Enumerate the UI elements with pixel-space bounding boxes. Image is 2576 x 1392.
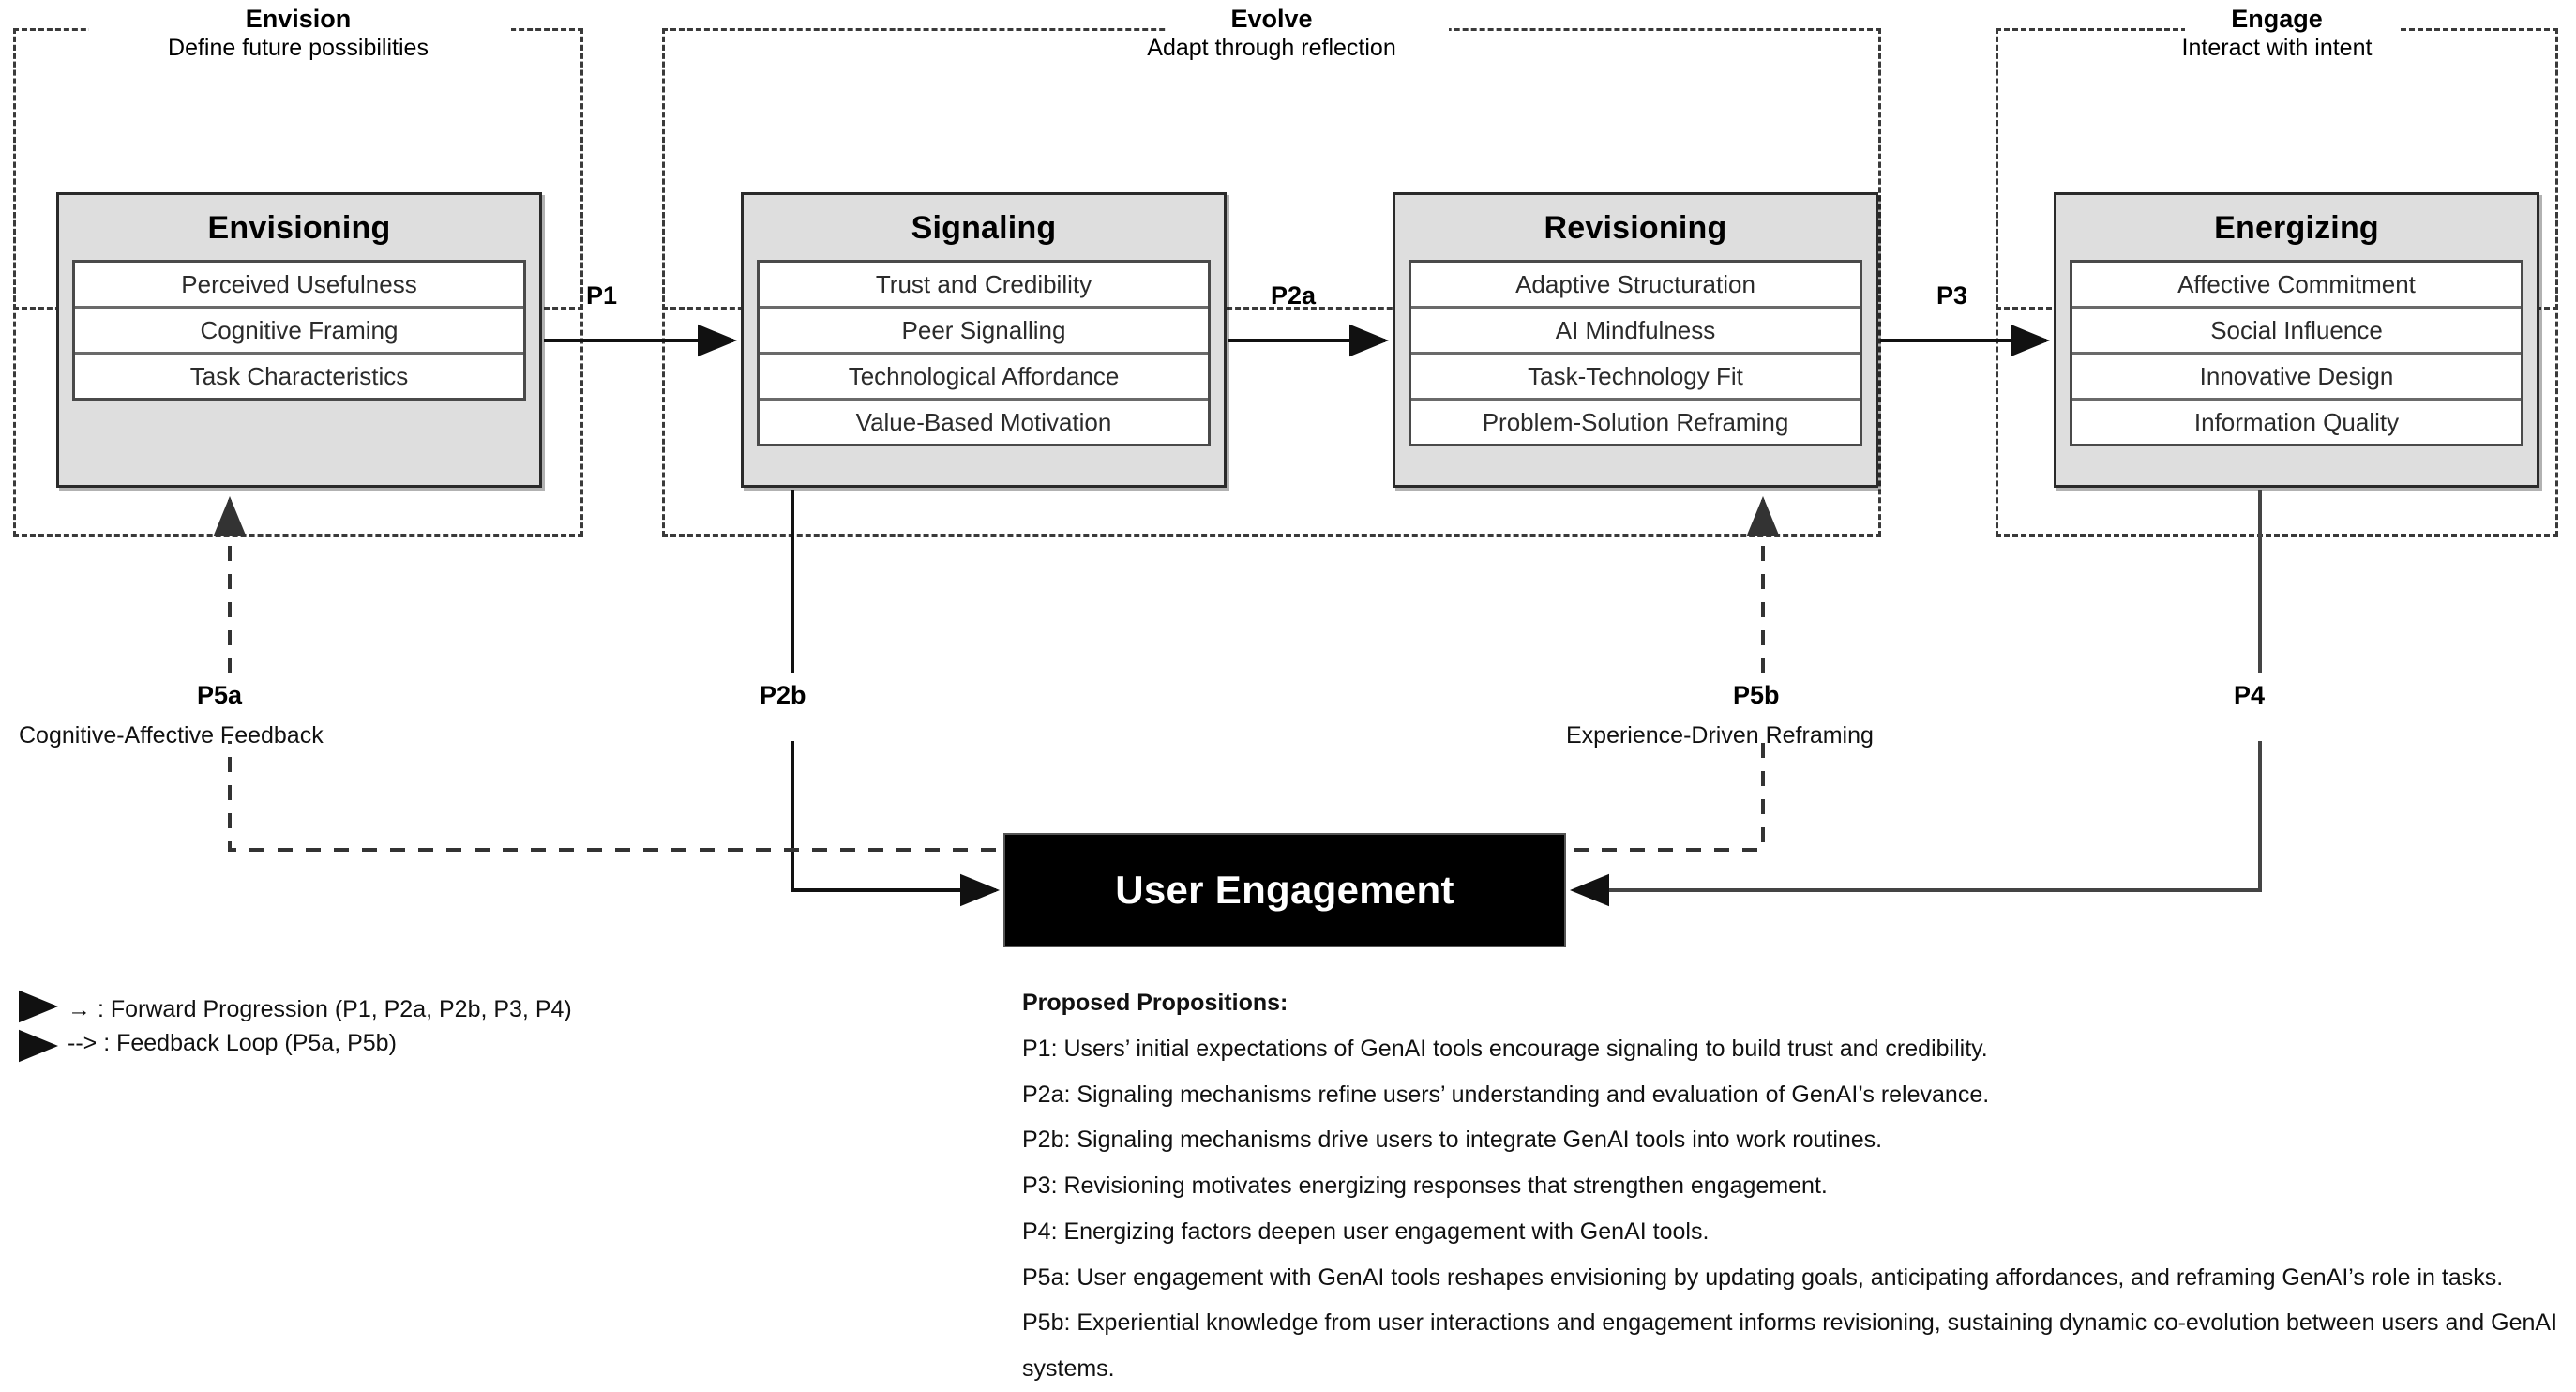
proposition-item: P5b: Experiential knowledge from user in… <box>1022 1309 2558 1382</box>
edge-p5a-seg-bottom <box>228 741 996 852</box>
construct-items-energizing: Affective Commitment Social Influence In… <box>2070 260 2523 446</box>
phase-container-engage-body <box>1996 28 2558 537</box>
phase-subtitle-envision: Define future possibilities <box>168 35 429 61</box>
edge-label-p5a: P5a <box>197 681 243 709</box>
construct-signaling[interactable]: Signaling Trust and Credibility Peer Sig… <box>741 192 1227 488</box>
construct-item: Affective Commitment <box>2072 263 2521 309</box>
edge-sublabel-p5b: Experience-Driven Reframing <box>1566 722 1874 749</box>
construct-item: Adaptive Structuration <box>1411 263 1860 309</box>
phase-container-envision-body <box>13 28 583 537</box>
phase-subtitle-engage: Interact with intent <box>2181 35 2373 61</box>
edge-label-p2b: P2b <box>760 681 806 709</box>
construct-item: AI Mindfulness <box>1411 309 1860 355</box>
construct-item: Perceived Usefulness <box>75 263 523 309</box>
construct-items-signaling: Trust and Credibility Peer Signalling Te… <box>757 260 1211 446</box>
construct-title-revisioning: Revisioning <box>1544 210 1727 246</box>
edge-label-p5b: P5b <box>1733 681 1780 709</box>
propositions-heading: Proposed Propositions: <box>1022 990 1288 1016</box>
edge-p2b-seg-bottom <box>791 741 1000 907</box>
construct-energizing[interactable]: Energizing Affective Commitment Social I… <box>2054 192 2539 488</box>
construct-items-revisioning: Adaptive Structuration AI Mindfulness Ta… <box>1409 260 1862 446</box>
construct-item: Innovative Design <box>2072 355 2521 401</box>
construct-item: Problem-Solution Reframing <box>1411 401 1860 444</box>
edge-label-p1: P1 <box>586 281 618 310</box>
phase-container-evolve-body <box>662 28 1881 537</box>
edge-p5b-seg-bottom <box>1574 741 1765 852</box>
construct-item: Task-Technology Fit <box>1411 355 1860 401</box>
edge-label-p2a: P2a <box>1271 281 1317 310</box>
construct-title-signaling: Signaling <box>911 210 1057 246</box>
diagram-canvas: Envision Define future possibilities Evo… <box>13 5 2558 1382</box>
construct-item: Social Influence <box>2072 309 2521 355</box>
title-gap-evolve <box>1167 17 1449 41</box>
construct-item: Information Quality <box>2072 401 2521 444</box>
construct-title-energizing: Energizing <box>2214 210 2379 246</box>
construct-items-envisioning: Perceived Usefulness Cognitive Framing T… <box>72 260 526 401</box>
legend: → : Forward Progression (P1, P2a, P2b, P… <box>68 992 572 1061</box>
edge-label-p4: P4 <box>2234 681 2266 709</box>
proposition-item: P1: Users’ initial expectations of GenAI… <box>1022 1035 1988 1062</box>
outcome-user-engagement[interactable]: User Engagement <box>1003 833 1566 947</box>
construct-item: Trust and Credibility <box>760 263 1208 309</box>
title-gap-engage <box>2185 17 2401 41</box>
construct-item: Task Characteristics <box>75 355 523 398</box>
title-gap-envision <box>89 17 511 41</box>
phase-title-engage: Engage <box>2231 5 2323 33</box>
legend-forward-text: → : Forward Progression (P1, P2a, P2b, P… <box>68 996 572 1022</box>
edge-p4-seg-bottom <box>1570 741 2262 907</box>
propositions-block: Proposed Propositions: P1: Users’ initia… <box>1022 980 2560 1392</box>
proposition-item: P2a: Signaling mechanisms refine users’ … <box>1022 1081 1990 1108</box>
construct-item: Peer Signalling <box>760 309 1208 355</box>
construct-title-envisioning: Envisioning <box>207 210 391 246</box>
construct-item: Cognitive Framing <box>75 309 523 355</box>
edge-label-p3: P3 <box>1936 281 1968 310</box>
legend-feedback-text: --> : Feedback Loop (P5a, P5b) <box>68 1030 397 1057</box>
construct-item: Technological Affordance <box>760 355 1208 401</box>
proposition-item: P3: Revisioning motivates energizing res… <box>1022 1173 1828 1199</box>
outcome-label: User Engagement <box>1115 868 1454 912</box>
proposition-item: P4: Energizing factors deepen user engag… <box>1022 1218 1710 1245</box>
proposition-item: P2b: Signaling mechanisms drive users to… <box>1022 1127 1883 1154</box>
phase-title-envision: Envision <box>245 5 352 33</box>
construct-item: Value-Based Motivation <box>760 401 1208 444</box>
phase-title-evolve: Evolve <box>1230 5 1313 33</box>
proposition-item: P5a: User engagement with GenAI tools re… <box>1022 1263 2504 1291</box>
construct-envisioning[interactable]: Envisioning Perceived Usefulness Cogniti… <box>56 192 542 488</box>
phase-subtitle-evolve: Adapt through reflection <box>1147 35 1396 61</box>
construct-revisioning[interactable]: Revisioning Adaptive Structuration AI Mi… <box>1393 192 1878 488</box>
edge-sublabel-p5a: Cognitive-Affective Feedback <box>19 722 324 749</box>
